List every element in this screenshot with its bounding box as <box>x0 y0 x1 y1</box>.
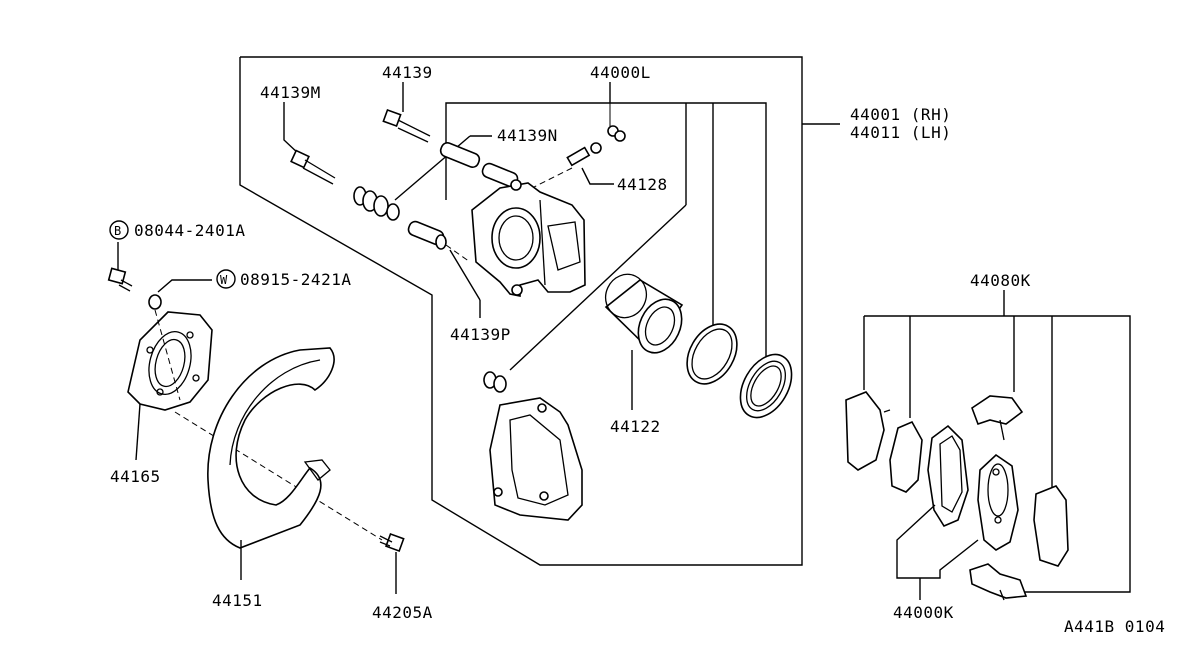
callout-08915: W 08915-2421A <box>216 269 351 289</box>
label-44139P: 44139P <box>450 325 511 344</box>
small-bush <box>483 371 507 393</box>
caliper-assembly-outline <box>239 56 803 566</box>
sleeve-44139P <box>407 220 481 318</box>
centerline <box>154 309 181 401</box>
leader-kit-a2 <box>509 204 687 371</box>
label-44011: 44011 (LH) <box>850 123 951 142</box>
bolt-44139 <box>382 82 431 143</box>
label-08915: 08915-2421A <box>240 270 351 289</box>
circled-w-icon <box>216 269 236 289</box>
anti-squeal-shim-3 <box>1033 485 1069 567</box>
anti-squeal-shim-2 <box>889 420 923 493</box>
caliper-bracket <box>489 397 583 521</box>
bolt-08044 <box>107 242 133 292</box>
label-44122: 44122 <box>610 417 661 436</box>
label-44151: 44151 <box>212 591 263 610</box>
label-44205A: 44205A <box>372 603 433 622</box>
label-44165: 44165 <box>110 467 161 486</box>
label-44139N: 44139N <box>497 126 558 145</box>
label-44001: 44001 (RH) <box>850 105 951 124</box>
callout-08044: B 08044-2401A <box>109 220 245 240</box>
bleeder-44128 <box>527 125 626 191</box>
label-44080K: 44080K <box>970 271 1031 290</box>
circled-w-letter: W <box>220 273 228 287</box>
anti-squeal-shim-1 <box>845 391 891 471</box>
label-44000K: 44000K <box>893 603 954 622</box>
diagram-code: A441B 0104 <box>1064 617 1165 636</box>
pin-44139M <box>283 102 336 185</box>
circled-b-icon <box>109 220 129 240</box>
pad-clip-lower <box>969 563 1028 601</box>
bracket-44080K <box>864 315 1131 593</box>
label-08044: 08044-2401A <box>134 221 245 240</box>
seal-ring <box>686 323 738 385</box>
label-44128: 44128 <box>617 175 668 194</box>
dust-shield-44151 <box>207 347 335 580</box>
backing-plate-44165 <box>127 311 213 461</box>
bracket-44000K <box>896 504 979 579</box>
pad-clip-upper <box>971 395 1024 441</box>
piston-44122 <box>604 273 684 410</box>
label-44139: 44139 <box>382 63 433 82</box>
circled-b-letter: B <box>114 224 122 238</box>
caliper-body <box>471 179 586 297</box>
brake-pad-outer <box>977 453 1019 551</box>
bolt-44205A <box>379 532 405 594</box>
label-44139M: 44139M <box>260 83 321 102</box>
centerline-2 <box>174 411 383 541</box>
sleeve-44139N <box>439 142 519 188</box>
label-44000L: 44000L <box>590 63 651 82</box>
washer-08915 <box>148 279 212 310</box>
brake-pad-inner <box>927 424 969 528</box>
boot-part <box>353 135 492 221</box>
boot-ring <box>739 353 793 419</box>
